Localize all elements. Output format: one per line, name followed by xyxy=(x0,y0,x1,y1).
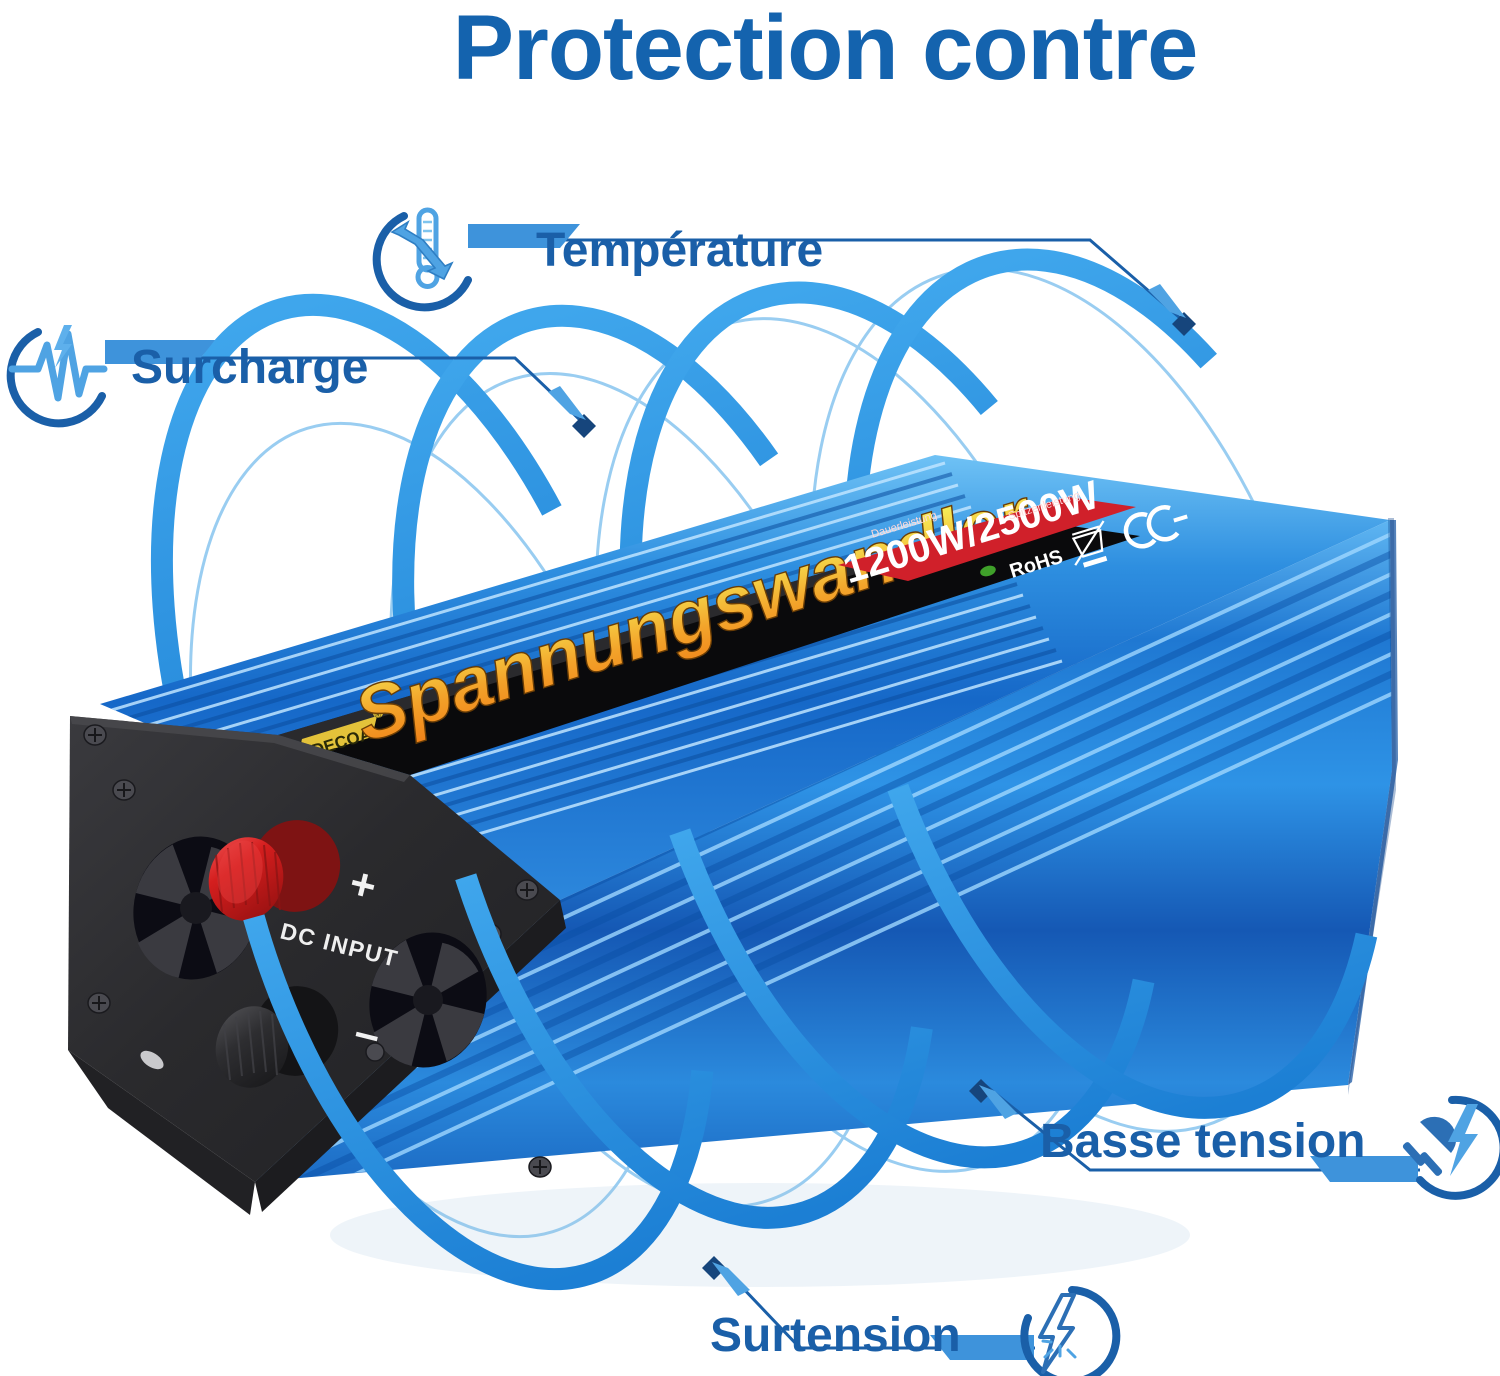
positive-symbol: + xyxy=(345,858,382,912)
protection-arcs-back xyxy=(150,248,1217,923)
registered-mark-icon: ® xyxy=(375,710,382,720)
panel-screws xyxy=(83,724,552,1178)
top-heatsink-fins xyxy=(104,461,1063,900)
protection-arcs-front xyxy=(243,783,1378,1291)
dc-negative-terminal xyxy=(215,986,339,1088)
page-title: Protection contre xyxy=(452,0,1199,99)
leader-accent-bars xyxy=(105,224,1418,1360)
pulse-waveform-bolt-icon xyxy=(6,325,108,428)
bolt-spark-icon xyxy=(1020,1286,1121,1376)
plug-shape xyxy=(1402,1116,1457,1176)
leader-lines xyxy=(108,238,1420,1350)
power-banner-text: 1200W/2500W xyxy=(838,473,1104,593)
brand-logo-text: EDECOA xyxy=(299,724,374,763)
power-banner: 1200W/2500W Dauerleistung Spitzenleistun… xyxy=(838,473,1136,593)
front-panel: + – DC INPUT xyxy=(68,716,566,1215)
feature-label-surtension: Surtension xyxy=(710,1309,961,1362)
ce-icon xyxy=(1123,505,1188,549)
certification-marks: RoHS xyxy=(980,505,1188,583)
feature-label-temperature: Température xyxy=(536,224,824,277)
negative-symbol: – xyxy=(350,1007,386,1060)
brand-logo: EDECOA ® xyxy=(297,708,383,763)
thermometer-arrows-icon xyxy=(372,207,472,312)
spark-lines xyxy=(1041,1339,1077,1359)
dc-positive-terminal xyxy=(208,820,341,921)
feature-label-basse-tension: Basse tension xyxy=(1040,1115,1366,1168)
feature-label-surcharge: Surcharge xyxy=(131,341,369,394)
dc-input-label: DC INPUT xyxy=(278,918,401,972)
banner-small-right: Spitzenleistung xyxy=(1007,489,1082,522)
fan-vent-left xyxy=(133,836,259,980)
weee-icon xyxy=(1071,520,1108,568)
fan-vent-right xyxy=(369,932,487,1068)
product-model-text: Spannungswandler xyxy=(345,471,1044,759)
side-heatsink-fins xyxy=(298,520,1392,1182)
rohs-mark: RoHS xyxy=(1007,546,1066,583)
banner-small-left: Dauerleistung xyxy=(870,509,938,540)
plug-bolt-icon xyxy=(1402,1095,1500,1200)
arc-arrow-tips xyxy=(240,757,933,949)
